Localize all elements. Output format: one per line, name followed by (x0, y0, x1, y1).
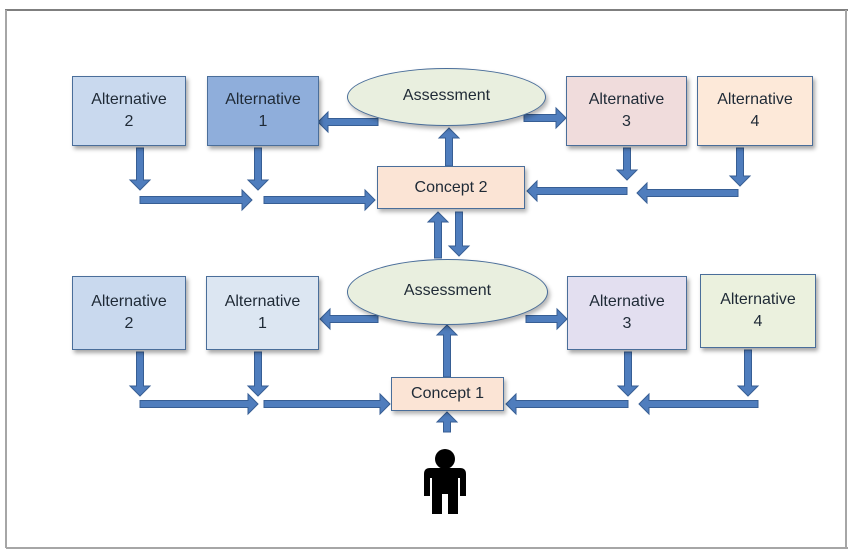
top-alternative-3-number: 3 (622, 113, 631, 130)
concept2-up-to-assessment-arrow (437, 127, 461, 167)
top-assessment-to-alt3-arrow (523, 106, 567, 130)
top-assessment-to-alt1-arrow (317, 110, 379, 134)
concept2-down-to-assessment1-arrow (447, 211, 471, 257)
top-alternative-2-number: 2 (124, 113, 134, 130)
bottom-alternative-3-number: 3 (622, 315, 632, 332)
top-alternative-4-number: 4 (750, 113, 760, 130)
bottom-alternative-3-label: Alternative (589, 293, 665, 310)
bottom-alt3-down-arrow (616, 351, 640, 397)
top-alternative-1-box: Alternative 1 (207, 76, 319, 146)
top-alternative-2-label: Alternative (91, 91, 167, 108)
top-alternative-1-number: 1 (258, 113, 268, 130)
bottom-alternative-2-number: 2 (124, 315, 134, 332)
bottom-assessment-to-alt1-arrow (319, 307, 379, 331)
person-up-to-concept1-arrow (435, 411, 459, 433)
bottom-alternative-3-box: Alternative 3 (567, 276, 687, 350)
bottom-alt1-right-arrow (263, 392, 391, 416)
bottom-alt4-down-arrow (736, 349, 760, 397)
bottom-alternative-2-label: Alternative (91, 293, 167, 310)
bottom-alt2-down-arrow (128, 351, 152, 397)
top-alt3-left-arrow (526, 179, 628, 203)
bottom-alt1-down-arrow (246, 351, 270, 397)
top-assessment-ellipse: Assessment (347, 68, 546, 126)
top-alt2-right-arrow (139, 188, 253, 212)
top-alternative-3-label: Alternative (588, 91, 665, 108)
bottom-alternative-2-box: Alternative 2 (72, 276, 186, 350)
top-alt1-right-arrow (263, 188, 376, 212)
top-alt1-down-arrow (246, 147, 270, 191)
top-alternative-3-box: Alternative 3 (566, 76, 687, 146)
bottom-alternative-4-label: Alternative (720, 291, 796, 308)
top-alternative-4-box: Alternative 4 (697, 76, 813, 146)
bottom-alternative-1-number: 1 (258, 315, 267, 332)
top-alt2-down-arrow (128, 147, 152, 191)
top-alt4-left-arrow (636, 181, 739, 205)
concept2-up-from-assessment1-arrow (426, 211, 450, 259)
bottom-assessment-to-alt3-arrow (525, 307, 568, 331)
concept1-up-to-assessment-arrow (435, 324, 459, 378)
bottom-alt3-left-arrow (505, 392, 629, 416)
top-alternative-2-box: Alternative 2 (72, 76, 186, 146)
top-alt4-down-arrow (728, 147, 752, 187)
bottom-alt4-left-arrow (638, 392, 759, 416)
top-alt3-down-arrow (615, 147, 639, 181)
top-alternative-1-label: Alternative (225, 91, 301, 108)
bottom-alternative-1-box: Alternative 1 (206, 276, 319, 350)
bottom-assessment-label: Assessment (403, 282, 492, 299)
concept-1-label: Concept 1 (411, 385, 484, 402)
top-alternative-4-label: Alternative (717, 91, 793, 108)
bottom-alternative-1-label: Alternative (224, 293, 301, 310)
bottom-alternative-4-number: 4 (753, 313, 763, 330)
concept-2-label: Concept 2 (414, 178, 488, 196)
bottom-alt2-right-arrow (139, 392, 259, 416)
concept-1-box: Concept 1 (391, 377, 504, 411)
top-assessment-label: Assessment (402, 87, 491, 104)
bottom-alternative-4-box: Alternative 4 (700, 274, 816, 348)
concept-2-box: Concept 2 (377, 166, 525, 209)
bottom-assessment-ellipse: Assessment (347, 259, 548, 325)
